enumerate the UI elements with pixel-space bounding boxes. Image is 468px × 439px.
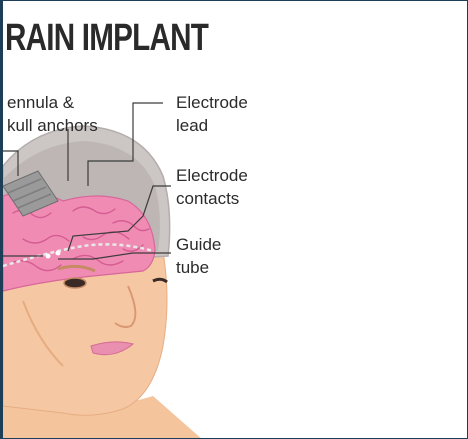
label-guide-tube: Guide tube <box>176 233 221 279</box>
label-guide-tube-line1: Guide <box>176 233 221 256</box>
label-electrode-contacts: Electrode contacts <box>176 164 248 210</box>
label-electrode-lead-line2: lead <box>176 114 248 137</box>
label-electrode-lead: Electrode lead <box>176 91 248 137</box>
label-antenna-line1: ennula & <box>7 91 98 114</box>
label-electrode-contacts-line1: Electrode <box>176 164 248 187</box>
label-electrode-contacts-line2: contacts <box>176 187 248 210</box>
label-electrode-lead-line1: Electrode <box>176 91 248 114</box>
head-illustration <box>3 1 468 439</box>
label-antenna-anchors: ennula & kull anchors <box>7 91 98 137</box>
label-guide-tube-line2: tube <box>176 256 221 279</box>
label-antenna-line2: kull anchors <box>7 114 98 137</box>
